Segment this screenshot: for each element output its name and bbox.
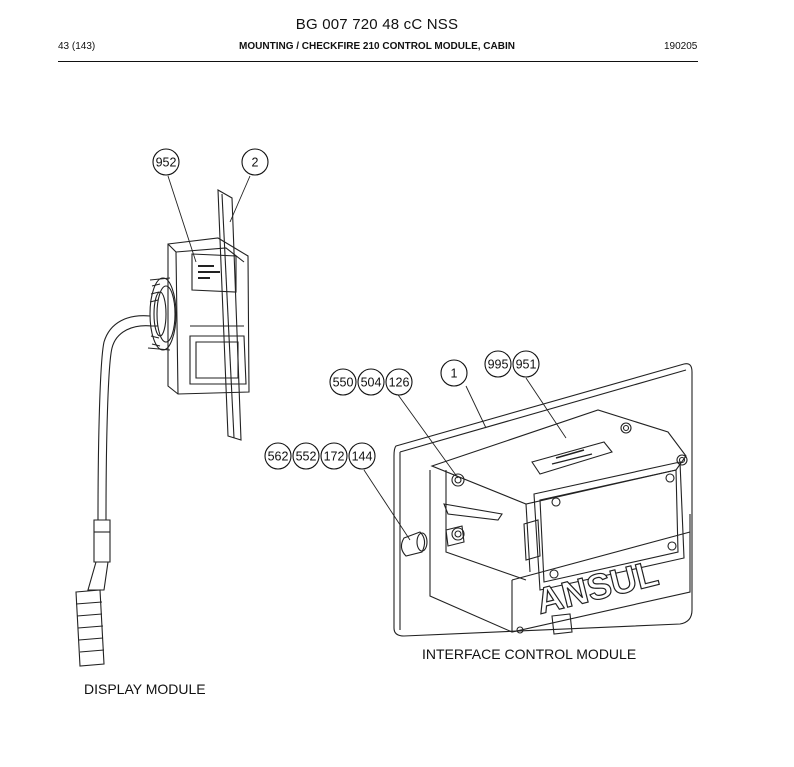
section-heading: MOUNTING / CHECKFIRE 210 CONTROL MODULE,… [239, 41, 515, 52]
svg-text:172: 172 [324, 450, 345, 464]
callout-952: 952 [152, 148, 180, 176]
callout-144: 144 [348, 442, 376, 470]
callout-562: 562 [264, 442, 292, 470]
svg-text:552: 552 [296, 450, 317, 464]
svg-text:144: 144 [352, 450, 373, 464]
callout-951: 951 [512, 350, 540, 378]
page-number: 43 (143) [58, 41, 96, 52]
callout-504: 504 [357, 368, 385, 396]
svg-text:952: 952 [156, 156, 177, 170]
svg-text:1: 1 [451, 367, 458, 381]
callout-1: 1 [440, 359, 468, 387]
display-module-drawing [75, 189, 250, 667]
callout-995: 995 [484, 350, 512, 378]
svg-text:550: 550 [333, 376, 354, 390]
document-title: BG 007 720 48 cC NSS [295, 16, 459, 33]
caption-display-module: DISPLAY MODULE [84, 681, 206, 697]
svg-text:504: 504 [361, 376, 382, 390]
svg-text:126: 126 [389, 376, 410, 390]
leader-lines [167, 175, 567, 541]
callout-126: 126 [385, 368, 413, 396]
svg-text:562: 562 [268, 450, 289, 464]
interface-control-module-drawing: ANSUL [393, 363, 693, 637]
svg-text:2: 2 [252, 156, 259, 170]
callout-552: 552 [292, 442, 320, 470]
revision-code: 190205 [664, 41, 698, 52]
caption-interface-control-module: INTERFACE CONTROL MODULE [422, 646, 637, 662]
callout-550: 550 [329, 368, 357, 396]
callout-2: 2 [241, 148, 269, 176]
callout-172: 172 [320, 442, 348, 470]
header-rule [58, 61, 698, 62]
svg-text:951: 951 [516, 358, 537, 372]
svg-text:995: 995 [488, 358, 509, 372]
ansul-logo: ANSUL [532, 552, 662, 622]
